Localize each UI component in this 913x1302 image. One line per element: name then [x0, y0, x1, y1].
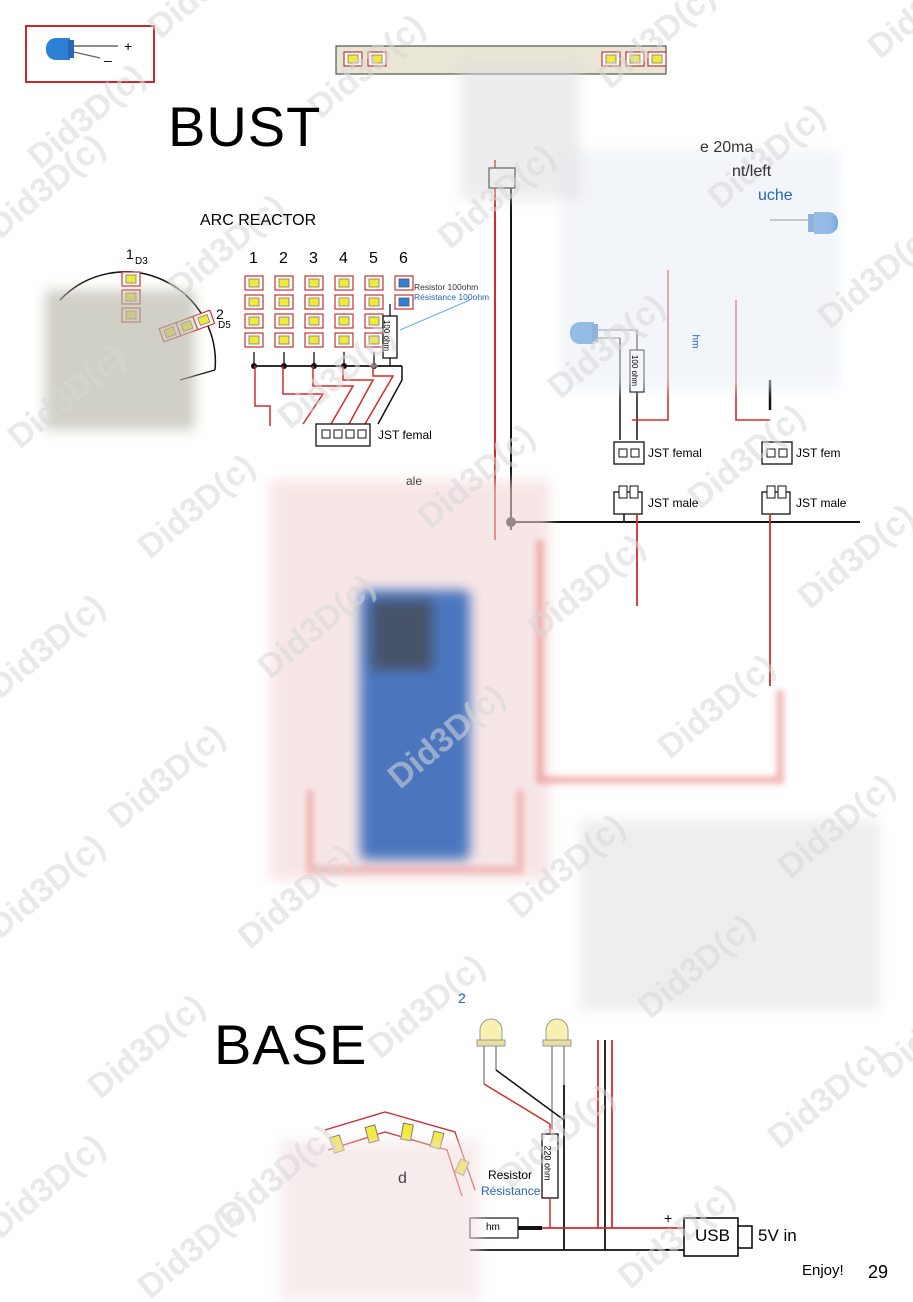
arc-column-label: 2 [279, 250, 288, 267]
arc-led-4-3 [334, 313, 354, 329]
base-ohm-partial: hm [486, 1222, 500, 1233]
base-led-strip [280, 1111, 480, 1300]
footer-enjoy: Enjoy! [802, 1262, 844, 1279]
arc-column-label: 3 [309, 250, 318, 267]
power-label: 5V in [758, 1226, 797, 1245]
arc-led-3-1 [304, 275, 324, 291]
arc-reactor-wires [254, 366, 403, 426]
arc-led-4-2 [334, 294, 354, 310]
eye-right-jst-female [761, 441, 793, 465]
eyes-ohm-partial: hm [689, 334, 701, 349]
arc-resistor-label-en: Resistor 100ohm [414, 282, 479, 292]
arc-led-2-4 [274, 332, 294, 348]
base-resistor-label-en: Resistor [488, 1168, 533, 1182]
ring-label-2: 2 [216, 306, 224, 322]
base-warm-led-right [542, 1018, 572, 1130]
watermark-text: Did3D(c) [161, 187, 293, 306]
watermark-text: Did3D(c) [101, 717, 233, 836]
base-label-partial: d [398, 1170, 407, 1187]
base-warm-led-left [476, 1018, 506, 1084]
eyes-side-en-partial: nt/left [732, 163, 772, 180]
ring-label-1: 1 [126, 246, 134, 262]
legend-led-icon [46, 38, 118, 60]
ring-label-d5: D5 [218, 320, 231, 331]
watermark-text: Did3D(c) [131, 447, 263, 566]
arc-reactor-ring [45, 271, 217, 430]
watermark-text: Did3D(c) [141, 0, 273, 46]
page-number: 29 [868, 1262, 889, 1282]
arc-reactor-title: ARC REACTOR [200, 212, 317, 229]
base-resistor-label-fr: Résistance [481, 1184, 541, 1198]
usb-plus: + [664, 1210, 673, 1226]
usb-minus: - [665, 1240, 670, 1256]
watermark-text: Did3D(c) [861, 0, 913, 66]
arc-column-label: 1 [249, 250, 258, 267]
controller-board-blurred [270, 60, 880, 1010]
usb-label: USB [695, 1226, 730, 1245]
watermark-text: Did3D(c) [0, 827, 112, 946]
arc-led-5-1 [364, 275, 384, 291]
eyes-resistor-value: 100 ohm [630, 354, 640, 387]
watermark-text: Did3D(c) [651, 647, 783, 766]
watermark-text: Did3D(c) [81, 987, 213, 1106]
base-blue-partial: 2 [458, 990, 466, 1006]
arc-led-1-4 [244, 332, 264, 348]
legend-plus: + [124, 38, 133, 54]
arc-led-2-2 [274, 294, 294, 310]
arc-led-3-2 [304, 294, 324, 310]
arc-column-label: 5 [369, 250, 378, 267]
arc-column-label: 6 [399, 250, 408, 267]
arc-jst-female-connector [315, 423, 371, 447]
arc-led-1-1 [244, 275, 264, 291]
eyes-side-fr-partial: uche [758, 187, 793, 204]
watermark-text: Did3D(c) [131, 1187, 263, 1302]
arc-led-6-1 [394, 275, 414, 291]
eye-right-jst-female-label: JST fem [796, 446, 841, 460]
eyes-spec-partial: e 20ma [700, 139, 754, 156]
arc-reactor-resistor [382, 299, 471, 366]
base-resistor-value: 220 ohm [542, 1145, 553, 1181]
arc-led-4-1 [334, 275, 354, 291]
arc-column-label: 4 [339, 250, 348, 267]
eye-left-jst-female-label: JST femal [648, 446, 702, 460]
eye-left-jst-male-label: JST male [648, 496, 699, 510]
watermark-text: Did3D(c) [0, 587, 112, 706]
legend-minus: – [104, 52, 112, 68]
arc-led-6-2 [394, 294, 414, 310]
legend-box [25, 25, 155, 83]
arc-resistor-label-fr: Résistance 100ohm [414, 292, 490, 302]
ring-label-d3: D3 [135, 256, 148, 267]
eye-right-jst-male-label: JST male [796, 496, 847, 510]
bust-title: BUST [168, 95, 322, 158]
arc-led-2-3 [274, 313, 294, 329]
arc-jst-male-partial: ale [406, 474, 423, 488]
watermark-text: Did3D(c) [761, 1037, 893, 1156]
arc-led-3-4 [304, 332, 324, 348]
base-title: BASE [214, 1013, 368, 1076]
eye-right-jst-male [761, 485, 791, 515]
arc-led-2-1 [274, 275, 294, 291]
arc-led-5-2 [364, 294, 384, 310]
eye-left-jst-female [613, 441, 645, 465]
watermark-text: Did3D(c) [361, 947, 493, 1066]
watermark-text: Did3D(c) [0, 1127, 112, 1246]
arc-jst-female-label: JST femal [378, 428, 432, 442]
eye-left-jst-male [613, 485, 643, 515]
arc-led-1-2 [244, 294, 264, 310]
arc-resistor-value: 100 ohm [382, 319, 392, 352]
arc-led-3-3 [304, 313, 324, 329]
watermark-text: Did3D(c) [791, 497, 913, 616]
arc-led-1-3 [244, 313, 264, 329]
usb-port [683, 1217, 753, 1257]
